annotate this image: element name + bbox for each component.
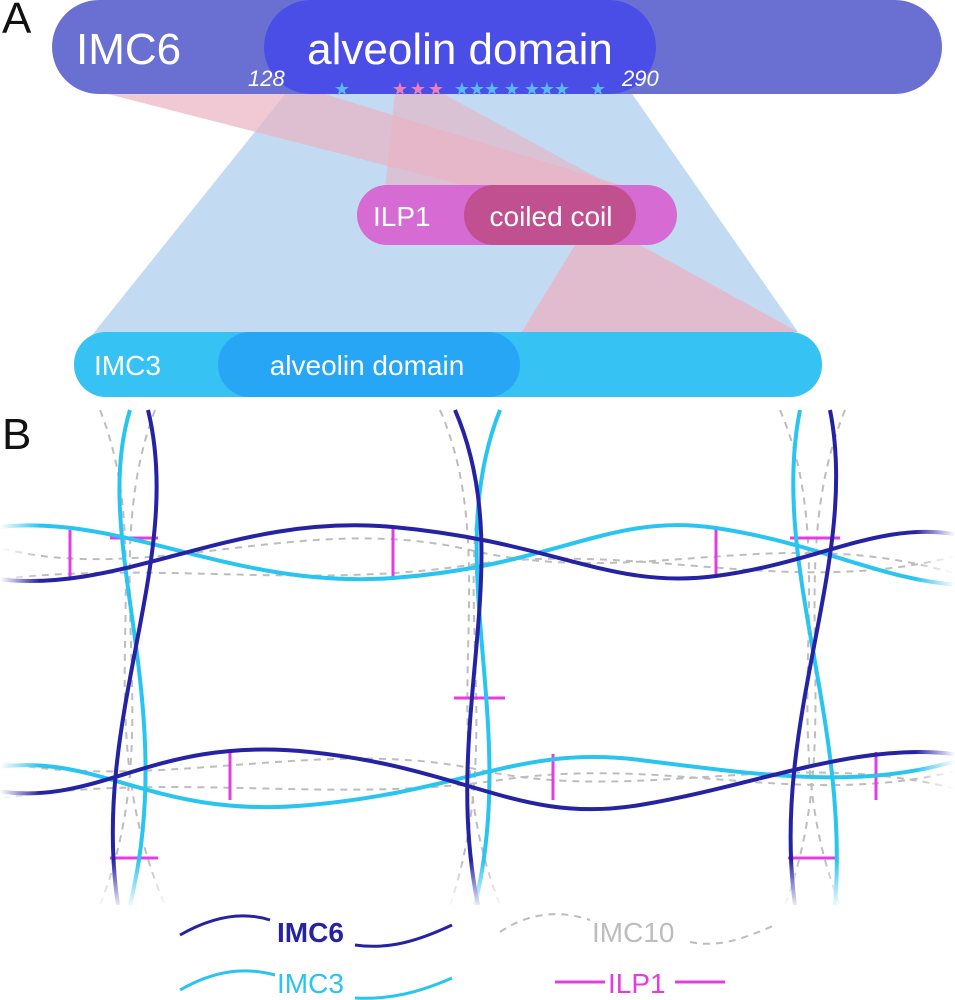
mutation-star-icon: ★	[469, 79, 485, 100]
legend-imc6-swatch-left	[179, 914, 271, 937]
fade-bottom	[60, 860, 900, 910]
mutation-star-icon: ★	[392, 79, 408, 100]
legend-imc10-swatch-left	[499, 913, 591, 933]
legend-imc6-swatch-right	[354, 923, 453, 948]
mutation-star-icon: ★	[334, 79, 350, 100]
imc6-label: IMC6	[76, 25, 181, 74]
legend-imc3-swatch-left	[179, 969, 276, 992]
mutation-star-icon: ★	[524, 79, 540, 100]
imc6-ilp1-link-2	[385, 92, 620, 190]
legend-imc3-label: IMC3	[277, 968, 344, 999]
imc10-filament	[439, 409, 501, 906]
mutation-star-icon: ★	[554, 79, 570, 100]
mutation-star-icon: ★	[428, 79, 444, 100]
mutation-stars: ★★★★★★★★★★★★	[334, 79, 606, 100]
imc3-label: IMC3	[94, 350, 161, 381]
ilp1-imc3-link	[520, 245, 798, 335]
panel-a-diagram: ★★★★★★★★★★★★ IMC6 alveolin domain 128 29…	[52, 0, 942, 397]
legend-ilp1-label: ILP1	[608, 968, 666, 999]
panel-b-label: B	[2, 410, 32, 459]
imc3-filament	[117, 409, 148, 906]
imc3-filament	[473, 409, 502, 906]
panel-a-label: A	[2, 0, 32, 43]
mutation-star-icon: ★	[539, 79, 555, 100]
legend-imc10-label: IMC10	[592, 917, 674, 948]
imc10-filament	[784, 409, 846, 906]
imc6-domain-start: 128	[248, 66, 285, 91]
imc10-filament	[99, 409, 156, 906]
imc3-domain-label: alveolin domain	[270, 350, 465, 381]
imc3-alveolin-domain	[218, 332, 520, 397]
mutation-star-icon: ★	[504, 79, 520, 100]
legend-imc6-label: IMC6	[277, 917, 344, 948]
imc6-filament	[0, 523, 955, 584]
imc6-filaments	[0, 409, 955, 906]
mutation-star-icon: ★	[590, 79, 606, 100]
mutation-star-icon: ★	[454, 79, 470, 100]
ilp1-label: ILP1	[373, 201, 431, 232]
imc6-domain-end: 290	[621, 66, 659, 91]
ilp1-domain-label: coiled coil	[490, 201, 613, 232]
imc6-filament	[0, 747, 955, 812]
fade-right	[915, 500, 955, 830]
imc6-domain-label: alveolin domain	[307, 25, 613, 74]
imc6-filament	[110, 409, 159, 906]
panel-b-network	[0, 409, 955, 910]
imc6-filament	[453, 409, 484, 906]
imc3-filament	[791, 409, 839, 906]
imc10-filament	[779, 409, 841, 906]
legend-imc10-swatch-right	[689, 924, 776, 945]
imc6-alveolin-domain	[264, 0, 656, 94]
legend: IMC6 IMC10 IMC3 ILP1	[179, 913, 776, 1000]
mutation-star-icon: ★	[484, 79, 500, 100]
imc6-filament	[788, 409, 839, 906]
legend-imc3-swatch-right	[354, 976, 453, 1000]
fade-left	[0, 500, 40, 830]
mutation-star-icon: ★	[410, 79, 426, 100]
ilp1-coiled-coil-domain	[464, 185, 636, 245]
